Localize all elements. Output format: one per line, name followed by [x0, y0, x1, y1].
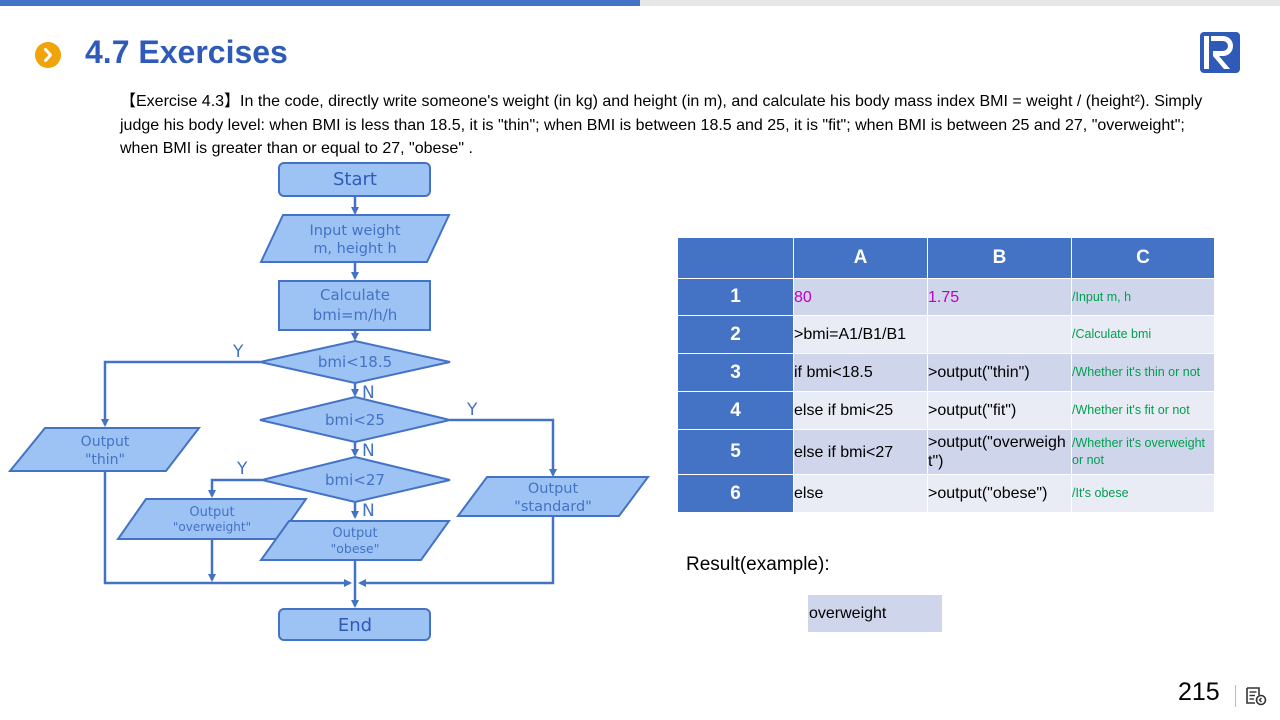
- calculate-label-line2: bmi=m/h/h: [313, 306, 398, 324]
- table-row: 3 if bmi<18.5 >output("thin") /Whether i…: [677, 353, 1215, 392]
- cell-b3: >output("thin"): [927, 353, 1072, 392]
- decision-bmi-27: bmi<27: [261, 455, 451, 504]
- yes-label-1: Y: [232, 342, 244, 362]
- input-label-line2: m, height h: [313, 241, 396, 257]
- cell-c6: /It's obese: [1071, 474, 1215, 513]
- footer-divider: [1235, 685, 1236, 707]
- column-header-c: C: [1071, 237, 1215, 279]
- cell-a1: 80: [793, 278, 928, 316]
- start-node: Start: [278, 162, 431, 197]
- output-overweight-line1: Output: [189, 505, 234, 520]
- result-value: overweight: [808, 595, 942, 632]
- corner-cell: [677, 237, 794, 279]
- bmi-flowchart: Start Input weight m, height h Calculate…: [7, 162, 650, 641]
- input-label-line1: Input weight: [309, 223, 400, 239]
- output-obese-node: Output "obese": [259, 520, 451, 561]
- cell-b6: >output("obese"): [927, 474, 1072, 513]
- output-standard-line1: Output: [528, 481, 579, 497]
- cell-c1: /Input m, h: [1071, 278, 1215, 316]
- output-standard-line2: "standard": [514, 499, 592, 515]
- cell-a4: else if bmi<25: [793, 391, 928, 430]
- output-thin-line1: Output: [81, 434, 130, 450]
- table-row: 4 else if bmi<25 >output("fit") /Whether…: [677, 391, 1215, 430]
- row-number: 2: [677, 315, 794, 354]
- output-obese-line1: Output: [332, 526, 377, 541]
- cell-c4: /Whether it's fit or not: [1071, 391, 1215, 430]
- result-label: Result(example):: [686, 554, 830, 575]
- cell-a3: if bmi<18.5: [793, 353, 928, 392]
- calculate-node: Calculate bmi=m/h/h: [278, 280, 431, 331]
- top-accent-bar: [0, 0, 640, 6]
- page-title: 4.7 Exercises: [85, 34, 288, 70]
- code-spreadsheet: A B C 1 80 1.75 /Input m, h 2 >bmi=A1/B1…: [677, 237, 1215, 513]
- decision-bmi-25: bmi<25: [259, 395, 451, 444]
- output-thin-node: Output "thin": [7, 427, 202, 472]
- row-number: 3: [677, 353, 794, 392]
- column-header-b: B: [927, 237, 1072, 279]
- chevron-right-icon: [35, 42, 61, 68]
- cell-b5: >output("overweight"): [927, 429, 1072, 475]
- yes-label-3: Y: [236, 459, 248, 479]
- cell-a6: else: [793, 474, 928, 513]
- slide-nav-icon[interactable]: [1245, 686, 1267, 706]
- yes-label-2: Y: [466, 400, 478, 420]
- row-number: 6: [677, 474, 794, 513]
- cell-b2: [927, 315, 1072, 354]
- table-row: 6 else >output("obese") /It's obese: [677, 474, 1215, 513]
- cell-c3: /Whether it's thin or not: [1071, 353, 1215, 392]
- decision-1-label: bmi<18.5: [318, 353, 392, 371]
- column-header-a: A: [793, 237, 928, 279]
- output-overweight-line2: "overweight": [173, 520, 251, 534]
- cell-b1: 1.75: [927, 278, 1072, 316]
- table-row: 5 else if bmi<27 >output("overweight") /…: [677, 429, 1215, 475]
- input-node: Input weight m, height h: [259, 214, 451, 263]
- output-thin-line2: "thin": [85, 452, 125, 468]
- table-row: 1 80 1.75 /Input m, h: [677, 278, 1215, 316]
- top-progress-track: [640, 0, 1280, 6]
- decision-bmi-18-5: bmi<18.5: [259, 339, 451, 385]
- decision-3-label: bmi<27: [325, 471, 385, 489]
- row-number: 5: [677, 429, 794, 475]
- output-overweight-node: Output "overweight": [116, 498, 308, 540]
- calculate-label-line1: Calculate: [320, 286, 390, 304]
- table-row: 2 >bmi=A1/B1/B1 /Calculate bmi: [677, 315, 1215, 354]
- page-number: 215: [1178, 678, 1220, 706]
- exercise-description: 【Exercise 4.3】In the code, directly writ…: [120, 93, 1203, 157]
- no-label-2: N: [362, 441, 375, 461]
- row-number: 4: [677, 391, 794, 430]
- cell-a2: >bmi=A1/B1/B1: [793, 315, 928, 354]
- start-label: Start: [333, 169, 377, 190]
- end-node: End: [278, 608, 431, 641]
- no-label-1: N: [362, 383, 375, 403]
- output-obese-line2: "obese": [331, 541, 380, 556]
- cell-c2: /Calculate bmi: [1071, 315, 1215, 354]
- no-label-3: N: [362, 501, 375, 521]
- cell-c5: /Whether it's overweight or not: [1071, 429, 1215, 475]
- row-number: 1: [677, 278, 794, 316]
- cell-b4: >output("fit"): [927, 391, 1072, 430]
- r-logo-icon: [1199, 31, 1241, 74]
- output-standard-node: Output "standard": [456, 476, 650, 517]
- decision-2-label: bmi<25: [325, 411, 385, 429]
- cell-a5: else if bmi<27: [793, 429, 928, 475]
- end-label: End: [338, 615, 372, 636]
